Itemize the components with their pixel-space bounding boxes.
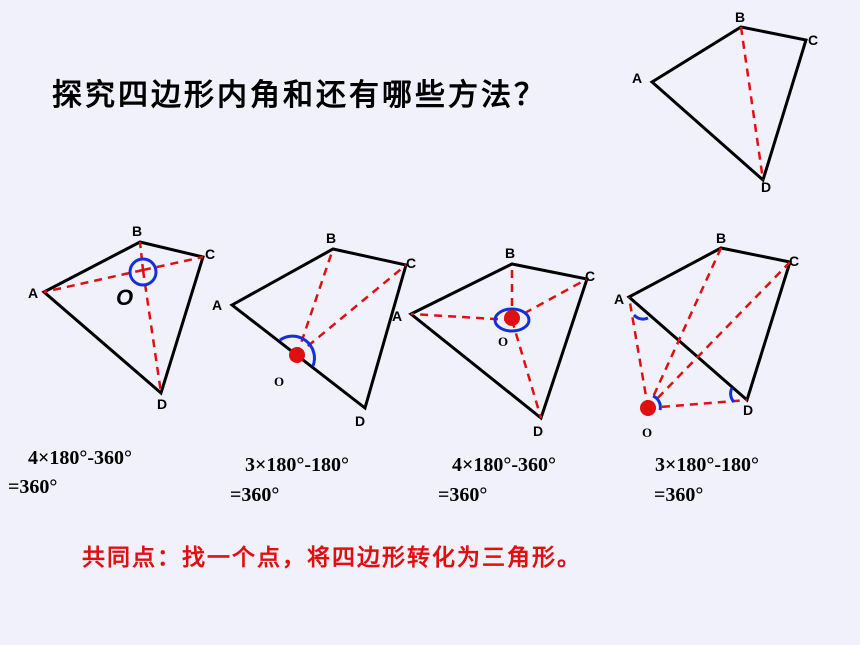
formula-1-line2: =360° (8, 476, 58, 498)
label-d: D (743, 402, 753, 418)
label-d: D (761, 179, 771, 195)
quad-outline (229, 247, 408, 411)
label-b: B (735, 9, 745, 25)
dash-ob (646, 247, 723, 409)
slide-title: 探究四边形内角和还有哪些方法？ (52, 78, 547, 113)
figure-3-interior-point: A B C D O (392, 245, 595, 439)
point-o-dot (640, 400, 656, 416)
formula-2-line2: =360° (230, 484, 280, 506)
label-d: D (157, 396, 167, 412)
point-o-dot (504, 310, 520, 326)
label-o: O (498, 334, 508, 349)
straight-angle-arc (279, 334, 316, 367)
label-c: C (789, 253, 799, 269)
dash-oc (142, 255, 204, 272)
figure-2-point-on-side: A B C D O (212, 230, 416, 429)
quad-outline (626, 246, 792, 403)
label-b: B (505, 245, 515, 261)
label-b: B (326, 230, 336, 246)
label-b: B (716, 230, 726, 246)
quad-outline (649, 25, 808, 183)
label-b: B (132, 223, 142, 239)
formula-4-line1: 3×180°-180° (655, 454, 760, 476)
angle-circle-o (128, 257, 158, 287)
conclusion-text: 共同点：找一个点，将四边形转化为三角形。 (82, 545, 582, 571)
label-a: A (212, 297, 222, 313)
label-c: C (406, 255, 416, 271)
formula-2-line1: 3×180°-180° (245, 454, 350, 476)
figure-4-exterior-point: A B C D O (614, 230, 799, 440)
label-a: A (28, 285, 38, 301)
angle-arc-d (729, 387, 736, 404)
label-a: A (632, 70, 642, 86)
dash-od (647, 398, 748, 410)
formula-3-line2: =360° (438, 484, 488, 506)
formula-4-line2: =360° (654, 484, 704, 506)
label-a: A (392, 308, 402, 324)
top-quadrilateral: A B C D (632, 9, 818, 195)
label-c: C (808, 32, 818, 48)
diagonal-bd (739, 26, 765, 181)
angle-arc-o (652, 394, 662, 411)
dash-od (510, 319, 543, 419)
label-a: A (614, 291, 624, 307)
label-o: O (274, 374, 284, 389)
label-o: O (642, 425, 652, 440)
dash-oa (627, 296, 650, 409)
point-o-dot (289, 347, 305, 363)
label-d: D (355, 413, 365, 429)
label-d: D (533, 423, 543, 439)
label-o: O (116, 285, 133, 310)
dash-oa (43, 268, 144, 294)
label-c: C (205, 246, 215, 262)
dash-oc (296, 264, 407, 356)
formula-1-line1: 4×180°-360° (28, 447, 133, 469)
figure-1-interior-point: A B C D O (28, 223, 215, 412)
dash-od (141, 269, 163, 394)
angle-arc-a (632, 313, 649, 321)
quad-outline (41, 240, 205, 396)
label-c: C (585, 268, 595, 284)
formula-3-line1: 4×180°-360° (452, 454, 557, 476)
dash-oc (647, 261, 791, 409)
dash-ob (138, 241, 145, 271)
angle-ellipse-o (493, 307, 531, 333)
